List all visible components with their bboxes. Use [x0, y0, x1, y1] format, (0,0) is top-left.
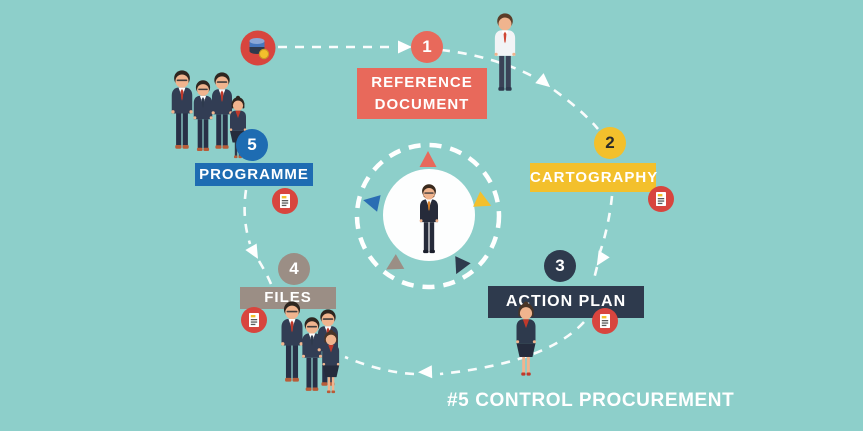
document-icon [272, 188, 298, 214]
people-group-programme [171, 70, 247, 159]
triangle-gray-icon [386, 254, 405, 270]
step-box-reference-document: REFERENCE DOCUMENT [357, 68, 487, 119]
step-number-4: 4 [278, 253, 310, 285]
dashed-cycle-path [243, 45, 614, 376]
center-dashed-circle [354, 142, 502, 290]
triangle-blue-icon [363, 195, 381, 212]
cycle-arrow-icon [535, 73, 551, 88]
step-number-2: 2 [594, 127, 626, 159]
cycle-arrow-icon [418, 365, 433, 379]
step-number-5: 5 [236, 129, 268, 161]
step-number-3: 3 [544, 250, 576, 282]
person-figure [211, 72, 233, 149]
diagram-title: #5 CONTROL PROCUREMENT [447, 390, 735, 411]
document-icon [648, 186, 674, 212]
triangle-yellow-icon [473, 191, 492, 207]
database-icon [240, 30, 276, 66]
hub-triangle-markers [363, 151, 492, 275]
cycle-arrow-icon [398, 40, 412, 54]
step-box-files: FILES [240, 287, 336, 309]
step-label-line: DOCUMENT [374, 96, 470, 113]
center-manager-figure [419, 184, 439, 254]
step-number-1: 1 [411, 31, 443, 63]
step-box-action-plan: ACTION PLAN [488, 286, 644, 318]
person-figure [193, 80, 213, 152]
person-figure [171, 70, 193, 149]
center-manager-figure [419, 184, 439, 254]
cycle-arrow-icon [596, 250, 610, 266]
step-label-line: REFERENCE [371, 74, 473, 91]
triangle-coral-icon [419, 151, 437, 167]
cycle-arrow-icon [245, 243, 258, 259]
document-icon [241, 307, 267, 333]
step-box-programme: PROGRAMME [195, 163, 313, 186]
document-icon [592, 308, 618, 334]
step-box-cartography: CARTOGRAPHY [530, 163, 657, 192]
triangle-navy-icon [455, 256, 471, 275]
